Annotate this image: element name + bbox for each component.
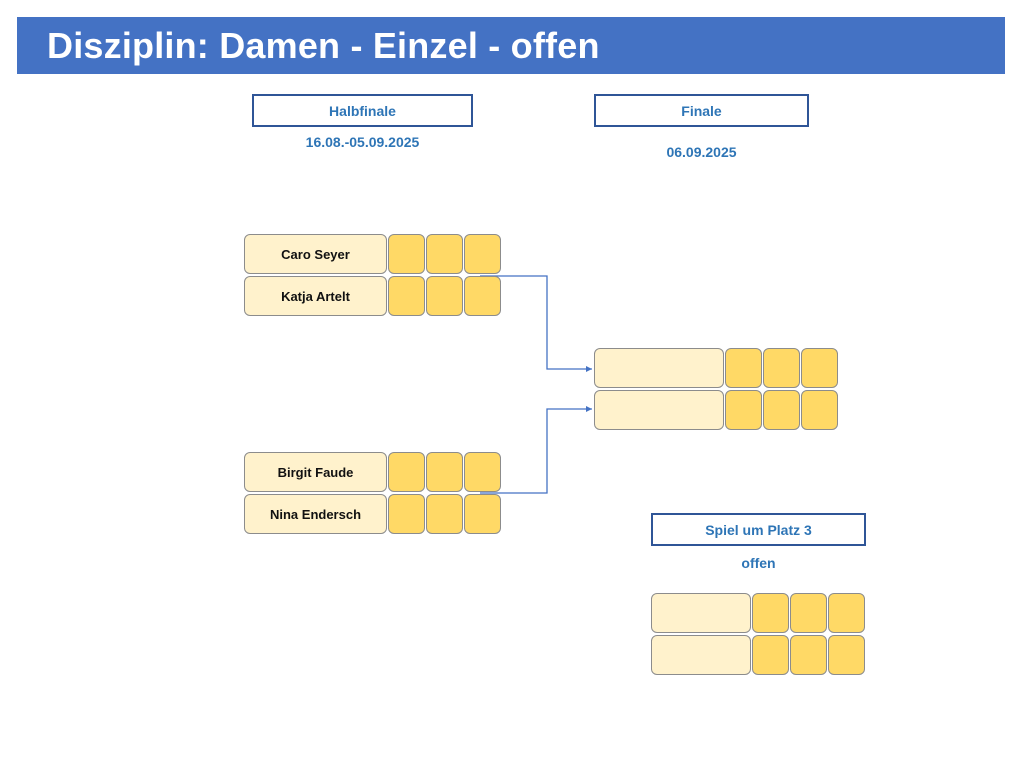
- score-cell[interactable]: [388, 234, 425, 274]
- score-cell[interactable]: [763, 390, 800, 430]
- round-label-final: Finale: [594, 94, 809, 127]
- score-cell[interactable]: [388, 494, 425, 534]
- score-cell[interactable]: [725, 390, 762, 430]
- score-cell[interactable]: [752, 635, 789, 675]
- score-cell[interactable]: [801, 348, 838, 388]
- score-cell[interactable]: [426, 494, 463, 534]
- round-date-semifinal: 16.08.-05.09.2025: [305, 134, 420, 150]
- score-cell[interactable]: [763, 348, 800, 388]
- score-cell[interactable]: [790, 635, 827, 675]
- score-cell[interactable]: [464, 494, 501, 534]
- score-cell[interactable]: [725, 348, 762, 388]
- score-cell[interactable]: [828, 635, 865, 675]
- score-cell[interactable]: [801, 390, 838, 430]
- round-label-third-place: Spiel um Platz 3: [651, 513, 866, 546]
- connector-semi1-to-final: [480, 275, 592, 372]
- round-date-final: 06.09.2025: [666, 144, 737, 160]
- score-cell[interactable]: [426, 452, 463, 492]
- score-cell[interactable]: [388, 452, 425, 492]
- score-cell[interactable]: [464, 452, 501, 492]
- player-name[interactable]: Caro Seyer: [244, 234, 387, 274]
- score-cell[interactable]: [828, 593, 865, 633]
- score-cell[interactable]: [464, 276, 501, 316]
- round-label-semifinal: Halbfinale: [252, 94, 473, 127]
- score-cell[interactable]: [388, 276, 425, 316]
- page-title: Disziplin: Damen - Einzel - offen: [47, 24, 600, 66]
- player-name[interactable]: Nina Endersch: [244, 494, 387, 534]
- player-name[interactable]: [651, 635, 751, 675]
- player-name[interactable]: [594, 348, 724, 388]
- player-name[interactable]: Birgit Faude: [244, 452, 387, 492]
- player-name[interactable]: [651, 593, 751, 633]
- score-cell[interactable]: [464, 234, 501, 274]
- score-cell[interactable]: [790, 593, 827, 633]
- round-date-third-place: offen: [741, 555, 776, 571]
- title-bar: Disziplin: Damen - Einzel - offen: [17, 17, 1005, 74]
- connector-semi2-to-final: [480, 406, 592, 494]
- score-cell[interactable]: [426, 276, 463, 316]
- score-cell[interactable]: [426, 234, 463, 274]
- player-name[interactable]: Katja Artelt: [244, 276, 387, 316]
- score-cell[interactable]: [752, 593, 789, 633]
- player-name[interactable]: [594, 390, 724, 430]
